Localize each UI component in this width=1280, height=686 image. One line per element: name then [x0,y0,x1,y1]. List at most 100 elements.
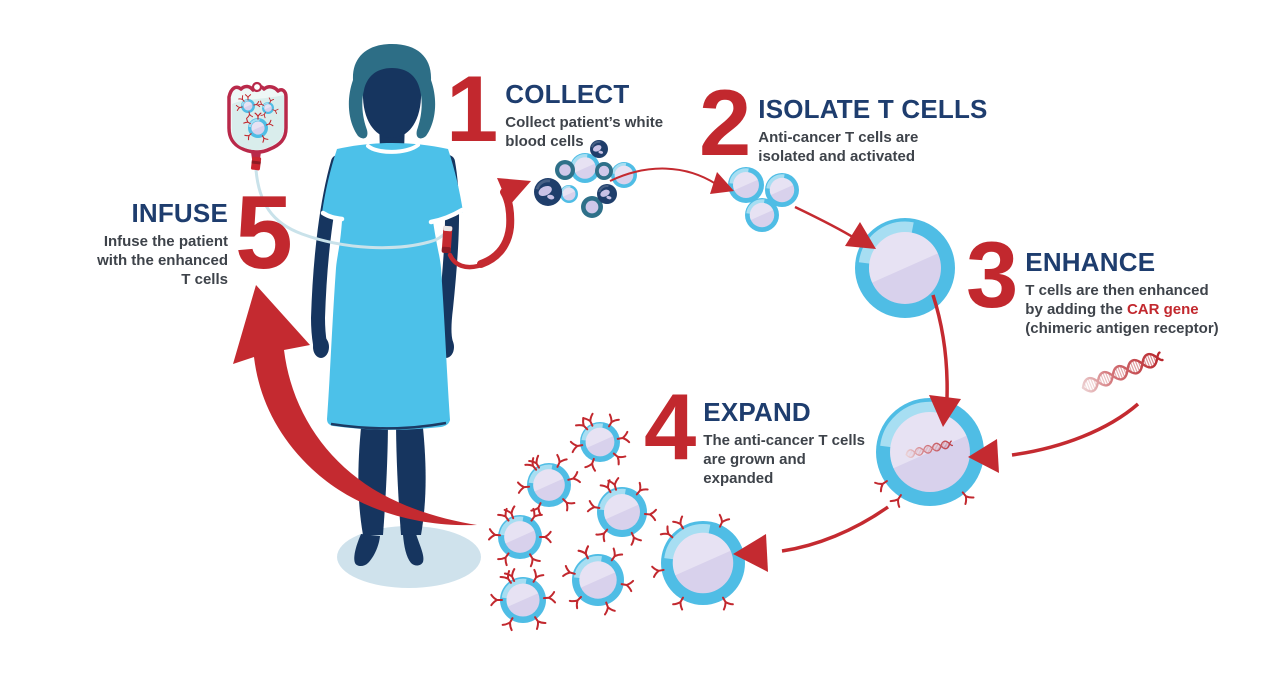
car-t-cell [490,568,557,632]
car-receptor [718,513,731,528]
patient-face [362,62,422,138]
patient-foot [403,534,424,566]
car-receptor [530,507,543,522]
step-4: 4 EXPAND The anti-cancer T cells are gro… [644,374,866,488]
t-cell [745,198,779,232]
step-5-line: Infuse the patient [103,233,228,251]
car-receptor [501,617,514,632]
car-receptor [238,95,245,102]
car-receptor [243,117,251,125]
car-receptor [524,457,538,471]
car-receptor [487,528,502,541]
patient-hair [348,44,436,139]
car-receptor [586,500,601,513]
car-receptor [595,528,609,543]
arrow-isolate [609,167,734,194]
white-blood-cell-dark [597,184,617,204]
car-receptor [503,505,516,520]
process-arrows [447,167,1140,572]
step-1-number: 1 [446,56,499,161]
step-1: 1 COLLECT Collect patient’s white blood … [446,56,664,161]
car-receptor [254,112,262,120]
step-5: INFUSE Infuse the patient with the enhan… [84,181,293,289]
step-1-line: blood cells [505,133,584,151]
car-receptor [542,591,557,604]
iv-bag-hanger-hole [251,81,263,93]
car-receptor [630,531,642,546]
car-receptor [562,498,576,512]
step-2: 2 ISOLATE T CELLS Anti-cancer T cells ar… [699,76,988,169]
white-blood-cell-ring [555,160,575,180]
step-5-line: with the enhanced [97,252,228,270]
step-4-line: The anti-cancer T cells [703,432,866,450]
step-2-title: ISOLATE T CELLS [758,94,988,124]
car-receptor [608,413,620,428]
car-receptor [874,480,888,493]
car-receptor [603,601,616,616]
car-receptor [961,491,975,505]
car-receptor [235,104,243,112]
arrow-enhance-down [929,294,961,427]
arrow-expand [733,505,890,572]
car-t-cell [586,477,658,546]
car-receptor [244,94,252,101]
car-receptor [616,430,631,444]
step-5-line: T cells [181,271,228,289]
car-receptor [620,579,635,593]
t-cell [728,167,764,203]
activated-t-cell [855,218,955,318]
iv-tube [254,169,449,250]
iv-bag-cell [235,94,261,119]
patient-foot [354,534,380,566]
car-receptor [244,133,252,141]
car-receptor [516,481,531,494]
car-receptor [672,515,684,530]
car-receptor [659,525,674,539]
car-receptor [265,119,274,127]
dna-helix [1079,348,1165,396]
car-receptor [268,97,275,104]
t-cell [570,153,600,183]
car-receptor [569,440,584,454]
car-t-cell [651,513,745,611]
car-receptor [257,100,265,106]
car-receptor [635,481,649,496]
step-2-line: Anti-cancer T cells are [758,129,919,147]
step-1-title: COLLECT [505,79,630,109]
step-3-line: (chimeric antigen receptor) [1025,320,1219,338]
white-blood-cell-ring [595,162,613,180]
hospital-gown [322,143,463,430]
car-t-cell [516,453,581,517]
iv-bag-connector [250,156,262,171]
car-t-cell [562,545,635,616]
patient-figure [310,44,465,566]
gown-sleeve-trim [320,210,345,222]
car-receptor [539,530,552,544]
arrow-from-dna [968,402,1140,473]
step-4-title: EXPAND [703,397,811,427]
step-5-title: INFUSE [131,198,228,228]
step-3-line: by adding the CAR gene [1025,301,1199,319]
car-receptor [575,417,589,431]
car-receptor [612,452,627,466]
iv-bag-cell [257,97,279,119]
white-blood-cell-ring [581,196,603,218]
car-t-cell [487,505,552,568]
car-receptor [610,547,624,562]
car-t-cell [569,412,631,472]
step-3-title: ENHANCE [1025,247,1156,277]
patient-legs [358,418,388,535]
car-receptor [261,135,269,143]
gown-sleeve-trim [428,207,465,225]
car-receptor [672,596,684,611]
step-2-line: isolated and activated [758,148,915,166]
step-4-number: 4 [644,374,697,479]
car-receptor [556,453,568,468]
car-receptor [497,507,510,522]
iv-bag [227,81,449,250]
step-1-line: Collect patient’s white [505,114,664,132]
car-receptor [532,568,545,583]
car-receptor [562,564,576,578]
